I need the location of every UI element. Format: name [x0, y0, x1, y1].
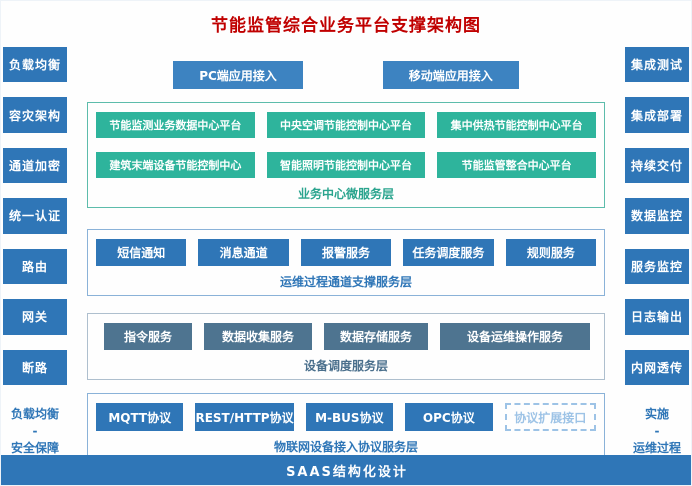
- channel-node: 短信通知: [96, 239, 187, 266]
- protocol-node: MQTT协议: [96, 403, 184, 431]
- pc-access-node: PC端应用接入: [173, 61, 303, 89]
- access-row: PC端应用接入 移动端应用接入: [87, 61, 605, 89]
- business-node: 集中供热节能控制中心平台: [437, 112, 597, 138]
- channel-node: 规则服务: [505, 239, 597, 266]
- right-sidebar-item: 集成测试: [625, 47, 689, 83]
- iot-protocol-layer: MQTT协议 REST/HTTP协议 M-BUS协议 OPC协议 协议扩展接口 …: [87, 393, 605, 461]
- dispatch-node: 数据收集服务: [204, 323, 312, 350]
- saas-foundation-bar: SAAS结构化设计: [1, 455, 691, 485]
- mobile-access-node: 移动端应用接入: [382, 61, 519, 89]
- protocol-node: OPC协议: [405, 403, 493, 431]
- device-dispatch-layer: 指令服务 数据收集服务 数据存储服务 设备运维操作服务 设备调度服务层: [87, 313, 605, 380]
- right-sidebar-caption: 实施 - 运维过程: [625, 406, 689, 457]
- diagram-center: 节能监管综合业务平台支撑架构图 PC端应用接入 移动端应用接入 节能监测业务数据…: [69, 1, 623, 461]
- left-caption-dash: -: [32, 423, 38, 438]
- channel-node: 消息通道: [198, 239, 289, 266]
- dispatch-layer-label: 设备调度服务层: [303, 359, 388, 373]
- business-node: 节能监测业务数据中心平台: [96, 112, 255, 138]
- left-sidebar-item: 容灾架构: [3, 97, 67, 133]
- dispatch-row: 指令服务 数据收集服务 数据存储服务 设备运维操作服务: [96, 323, 596, 350]
- right-sidebar-item: 数据监控: [625, 198, 689, 234]
- protocol-extension-node: 协议扩展接口: [504, 403, 597, 431]
- business-node: 建筑末端设备节能控制中心: [96, 152, 255, 178]
- protocol-node: REST/HTTP协议: [195, 403, 294, 431]
- right-caption-top: 实施: [644, 406, 669, 421]
- channel-layer-label: 运维过程通道支撑服务层: [279, 275, 412, 289]
- right-sidebar-item: 日志输出: [625, 299, 689, 335]
- right-sidebar-item: 服务监控: [625, 248, 689, 285]
- right-sidebar-item: 持续交付: [625, 147, 689, 184]
- right-caption-bottom: 运维过程: [632, 440, 681, 455]
- left-sidebar-item: 通道加密: [3, 147, 67, 184]
- business-node: 节能监管整合中心平台: [437, 152, 597, 178]
- business-layer-label: 业务中心微服务层: [297, 187, 394, 201]
- left-sidebar-caption: 负载均衡 - 安全保障: [3, 406, 67, 457]
- protocol-node: M-BUS协议: [305, 403, 394, 431]
- business-node: 智能照明节能控制中心平台: [266, 152, 426, 178]
- left-sidebar: 负载均衡 容灾架构 通道加密 统一认证 路由 网关 断路 负载均衡 - 安全保障: [1, 1, 69, 457]
- channel-support-layer: 短信通知 消息通道 报警服务 任务调度服务 规则服务 运维过程通道支撑服务层: [87, 229, 605, 296]
- diagram-body: 负载均衡 容灾架构 通道加密 统一认证 路由 网关 断路 负载均衡 - 安全保障…: [1, 1, 691, 461]
- right-sidebar-item: 内网透传: [625, 349, 689, 385]
- left-sidebar-item: 统一认证: [3, 198, 67, 234]
- channel-node: 任务调度服务: [403, 239, 494, 266]
- business-microservice-layer: 节能监测业务数据中心平台 中央空调节能控制中心平台 集中供热节能控制中心平台 建…: [87, 102, 605, 208]
- business-row-2: 建筑末端设备节能控制中心 智能照明节能控制中心平台 节能监管整合中心平台: [96, 152, 597, 178]
- left-caption-bottom: 安全保障: [10, 440, 59, 455]
- protocol-row: MQTT协议 REST/HTTP协议 M-BUS协议 OPC协议 协议扩展接口: [96, 403, 597, 431]
- dispatch-node: 设备运维操作服务: [440, 323, 590, 350]
- channel-row: 短信通知 消息通道 报警服务 任务调度服务 规则服务: [96, 239, 597, 266]
- right-sidebar-item: 集成部署: [625, 97, 689, 133]
- business-node: 中央空调节能控制中心平台: [266, 112, 426, 138]
- left-sidebar-item: 断路: [3, 349, 67, 385]
- page-title: 节能监管综合业务平台支撑架构图: [211, 16, 481, 36]
- right-sidebar: 集成测试 集成部署 持续交付 数据监控 服务监控 日志输出 内网透传 实施 - …: [623, 1, 691, 457]
- dispatch-node: 指令服务: [104, 323, 192, 350]
- left-sidebar-item: 网关: [3, 299, 67, 335]
- dispatch-node: 数据存储服务: [324, 323, 428, 350]
- left-sidebar-item: 负载均衡: [3, 47, 67, 83]
- channel-node: 报警服务: [300, 239, 392, 266]
- business-row-1: 节能监测业务数据中心平台 中央空调节能控制中心平台 集中供热节能控制中心平台: [96, 112, 597, 138]
- protocol-layer-label: 物联网设备接入协议服务层: [273, 440, 418, 454]
- left-caption-top: 负载均衡: [10, 406, 59, 421]
- left-sidebar-item: 路由: [3, 248, 67, 285]
- right-caption-dash: -: [654, 423, 660, 438]
